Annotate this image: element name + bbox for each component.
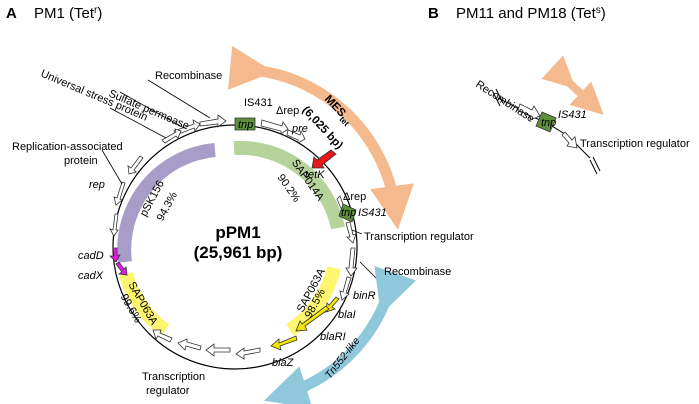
label-binR: binR xyxy=(353,290,376,302)
panel-b-map xyxy=(492,55,604,175)
blaRI-gene xyxy=(295,305,330,332)
bottom-left-gene xyxy=(152,329,173,343)
panel-b-recombinase-label: Recombinase xyxy=(473,78,536,125)
bottom-gene-2 xyxy=(205,343,231,357)
panel-a-title: PM1 (Tetr) xyxy=(34,5,102,22)
panel-a-letter: A xyxy=(6,5,17,22)
panel-b-tnp-label: tnp xyxy=(541,117,556,129)
tetK-gene xyxy=(311,149,337,169)
panel-b-transcription-regulator-gene xyxy=(561,131,578,149)
left-upper-gene xyxy=(127,155,144,175)
label-drep-bottom: Δrep xyxy=(343,191,366,203)
tnp-top-gene xyxy=(234,117,256,131)
label-pre: pre xyxy=(291,123,308,135)
recombinase-right-gene xyxy=(345,247,358,277)
plasmid-name: pPM1 xyxy=(215,223,260,242)
label-drep-top: Δrep xyxy=(276,105,299,117)
label-cadD: cadD xyxy=(78,250,104,262)
label-blaZ: blaZ xyxy=(272,357,295,369)
panel-b-letter: B xyxy=(428,5,439,22)
sap063a-left-block xyxy=(119,272,170,336)
panel-b-transcription-regulator-label: Transcription regulator xyxy=(580,138,690,150)
tnp-bottom-gene xyxy=(338,203,357,223)
pre-gene xyxy=(260,119,289,135)
label-tetK: tetK xyxy=(305,169,325,181)
label-blaRI: blaRI xyxy=(320,331,346,343)
panel-a-title-sup: r xyxy=(94,5,98,16)
panel-b-is431-label: IS431 xyxy=(558,109,587,121)
label-rep: rep xyxy=(89,179,105,191)
panel-b-tnp-gene xyxy=(535,111,557,133)
gene-arrows xyxy=(109,114,358,360)
panel-b-title: PM11 and PM18 (Tets) xyxy=(456,5,606,22)
label-transcription-regulator-right: Transcription regulator xyxy=(364,231,474,243)
drep-top-gene xyxy=(286,129,306,144)
sap063a-top-block xyxy=(286,266,341,336)
mes-tet-arc xyxy=(227,45,414,230)
sap014a-block xyxy=(233,140,345,230)
leader-lines xyxy=(101,79,377,279)
panel-b-recombinase-gene xyxy=(517,103,541,121)
cadD-gene xyxy=(109,247,121,263)
label-cadX: cadX xyxy=(78,270,104,282)
rep-assoc-gene xyxy=(113,181,126,206)
recombinase-top-gene xyxy=(199,114,227,128)
bottom-gene-1 xyxy=(235,347,261,360)
tn552-like-arc xyxy=(264,265,417,404)
label-tnp-bottom: tnp xyxy=(341,207,356,219)
cadX-gene xyxy=(115,261,128,276)
label-rep-assoc-1: Replication-associated xyxy=(12,141,123,153)
label-is431-top: IS431 xyxy=(244,97,273,109)
label-blaI: blaI xyxy=(338,309,356,321)
label-is431-bottom: IS431 xyxy=(358,207,387,219)
label-tnp-top: tnp xyxy=(238,119,253,131)
binR-gene xyxy=(339,276,352,301)
transcription-regulator-bottom-gene xyxy=(177,338,202,351)
label-transcription-regulator-bottom-1: Transcription xyxy=(142,371,205,383)
usp-gene xyxy=(161,128,182,144)
plasmid-size: (25,961 bp) xyxy=(194,243,283,262)
label-recombinase-right: Recombinase xyxy=(384,266,451,278)
label-recombinase-top: Recombinase xyxy=(155,70,222,82)
panel-b-title-sup: s xyxy=(596,5,601,16)
label-transcription-regulator-bottom-2: regulator xyxy=(146,385,190,397)
psk156-block xyxy=(117,143,216,263)
blaZ-gene xyxy=(270,335,298,351)
label-rep-assoc-2: protein xyxy=(64,155,98,167)
rep-gene xyxy=(109,213,119,237)
transcription-regulator-right-gene xyxy=(345,221,357,244)
